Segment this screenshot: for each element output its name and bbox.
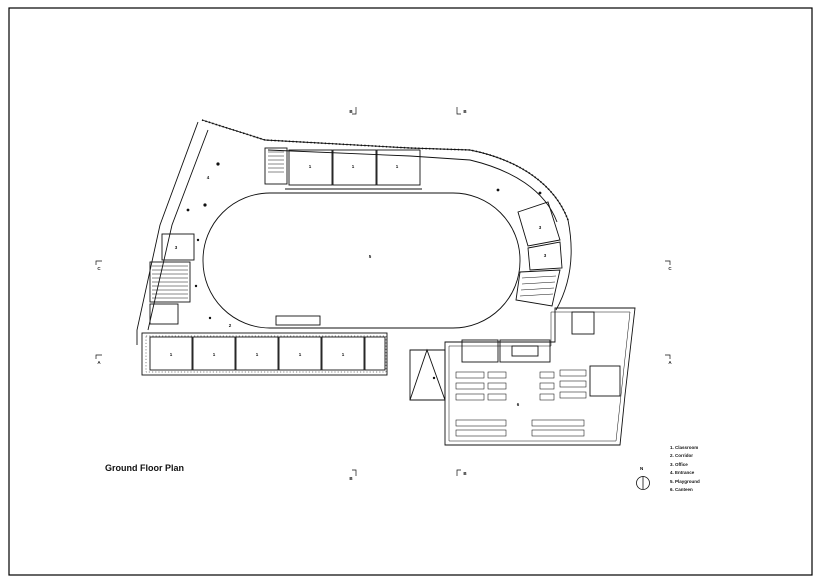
bottom-classroom-label-1: 1 (170, 352, 173, 357)
legend-item-entrance: 4. Entrance (670, 470, 695, 476)
section-label-top-left: B (349, 109, 353, 114)
section-label-right-a: A (668, 360, 672, 365)
section-marker-left-a (95, 354, 102, 359)
canteen-outer (444, 307, 636, 446)
section-marker-right-c (665, 260, 671, 265)
section-marker-left-c (95, 260, 102, 265)
bottom-classroom-label-4: 1 (299, 352, 302, 357)
canteen-kitchen (499, 339, 551, 363)
bottom-classroom-3 (235, 336, 279, 371)
section-marker-bottom-left (352, 469, 357, 476)
section-label-right-c: C (668, 266, 672, 271)
top-classroom-1 (288, 149, 333, 186)
perimeter-dots (201, 119, 569, 221)
canteen-office (589, 365, 621, 397)
canteen-inner (448, 311, 631, 442)
outer-wall-west (136, 121, 199, 345)
plan-labels: 5 1 1 1 1 1 1 1 1 3 3 3 4 6 2 B B B B C … (97, 109, 672, 481)
section-label-bottom-left: B (349, 476, 353, 481)
legend: 1. Classroom 2. Corridor 3. Office 4. En… (670, 444, 700, 494)
bottom-classroom-label-3: 1 (256, 352, 259, 357)
inner-wall-west (147, 129, 209, 331)
inner-wall-north (267, 149, 558, 223)
west-stair-treads (152, 265, 188, 299)
bottom-classroom-label-2: 1 (213, 352, 216, 357)
top-classroom-3 (376, 149, 421, 186)
canteen-tables (455, 369, 587, 437)
east-stair-block (515, 269, 561, 307)
section-marker-top-right (456, 107, 461, 115)
sheet-frame (8, 7, 813, 576)
north-arrow (636, 476, 650, 490)
top-stair (264, 147, 288, 185)
top-classroom-2 (332, 149, 377, 186)
section-marker-right-a (665, 354, 671, 359)
canteen-store (571, 311, 595, 335)
bottom-classroom-5 (321, 336, 365, 371)
bottom-classroom-1 (149, 336, 193, 371)
section-marker-top-left (352, 107, 357, 115)
entrance-canopy-diagonal (409, 348, 446, 401)
west-stair-block (149, 261, 191, 303)
plan-title: Ground Floor Plan (105, 463, 184, 473)
section-label-top-right: B (463, 109, 467, 114)
building-outline (136, 119, 636, 446)
east-room-label-2: 3 (544, 253, 547, 258)
bottom-classroom-label-5: 1 (342, 352, 345, 357)
bottom-wing (141, 332, 388, 376)
top-classroom-label-1: 1 (309, 164, 312, 169)
canteen-stair (461, 339, 499, 363)
playground-track (202, 192, 521, 329)
canteen-counter (511, 345, 539, 357)
east-stair-treads (519, 275, 557, 297)
legend-item-canteen: 6. Canteen (670, 487, 693, 493)
corridor-label: 2 (229, 323, 232, 328)
legend-item-classroom: 1. Classroom (670, 445, 699, 450)
bottom-wing-dots (145, 335, 387, 373)
top-stair-treads (268, 151, 284, 173)
section-markers (95, 107, 671, 476)
playground-label: 5 (369, 254, 372, 259)
section-label-left-a: A (97, 360, 101, 365)
legend-item-playground: 5. Playground (670, 478, 700, 484)
east-room-1 (517, 201, 561, 247)
section-marker-bottom-right (456, 469, 461, 476)
column-dots (186, 162, 542, 380)
canteen-label: 6 (517, 402, 520, 407)
west-room-label: 3 (175, 245, 178, 250)
top-classroom-label-2: 1 (352, 164, 355, 169)
top-classroom-label-3: 1 (396, 164, 399, 169)
legend-item-corridor: 2. Corridor (670, 453, 694, 459)
west-room (161, 233, 195, 261)
entrance-label: 4 (207, 175, 210, 180)
entrance-canopy (409, 349, 446, 401)
bottom-stair (275, 315, 321, 326)
section-label-left-c: C (97, 266, 101, 271)
section-label-bottom-right: B (463, 471, 467, 476)
legend-item-office: 3. Office (670, 461, 688, 467)
outer-wall-north-east (201, 119, 572, 311)
bottom-classroom-2 (192, 336, 236, 371)
east-room-label-1: 3 (539, 225, 542, 230)
bottom-classroom-4 (278, 336, 322, 371)
east-room-2 (527, 241, 563, 271)
west-toilet (149, 303, 179, 325)
bottom-service-room (364, 336, 386, 371)
north-label: N (640, 466, 644, 471)
